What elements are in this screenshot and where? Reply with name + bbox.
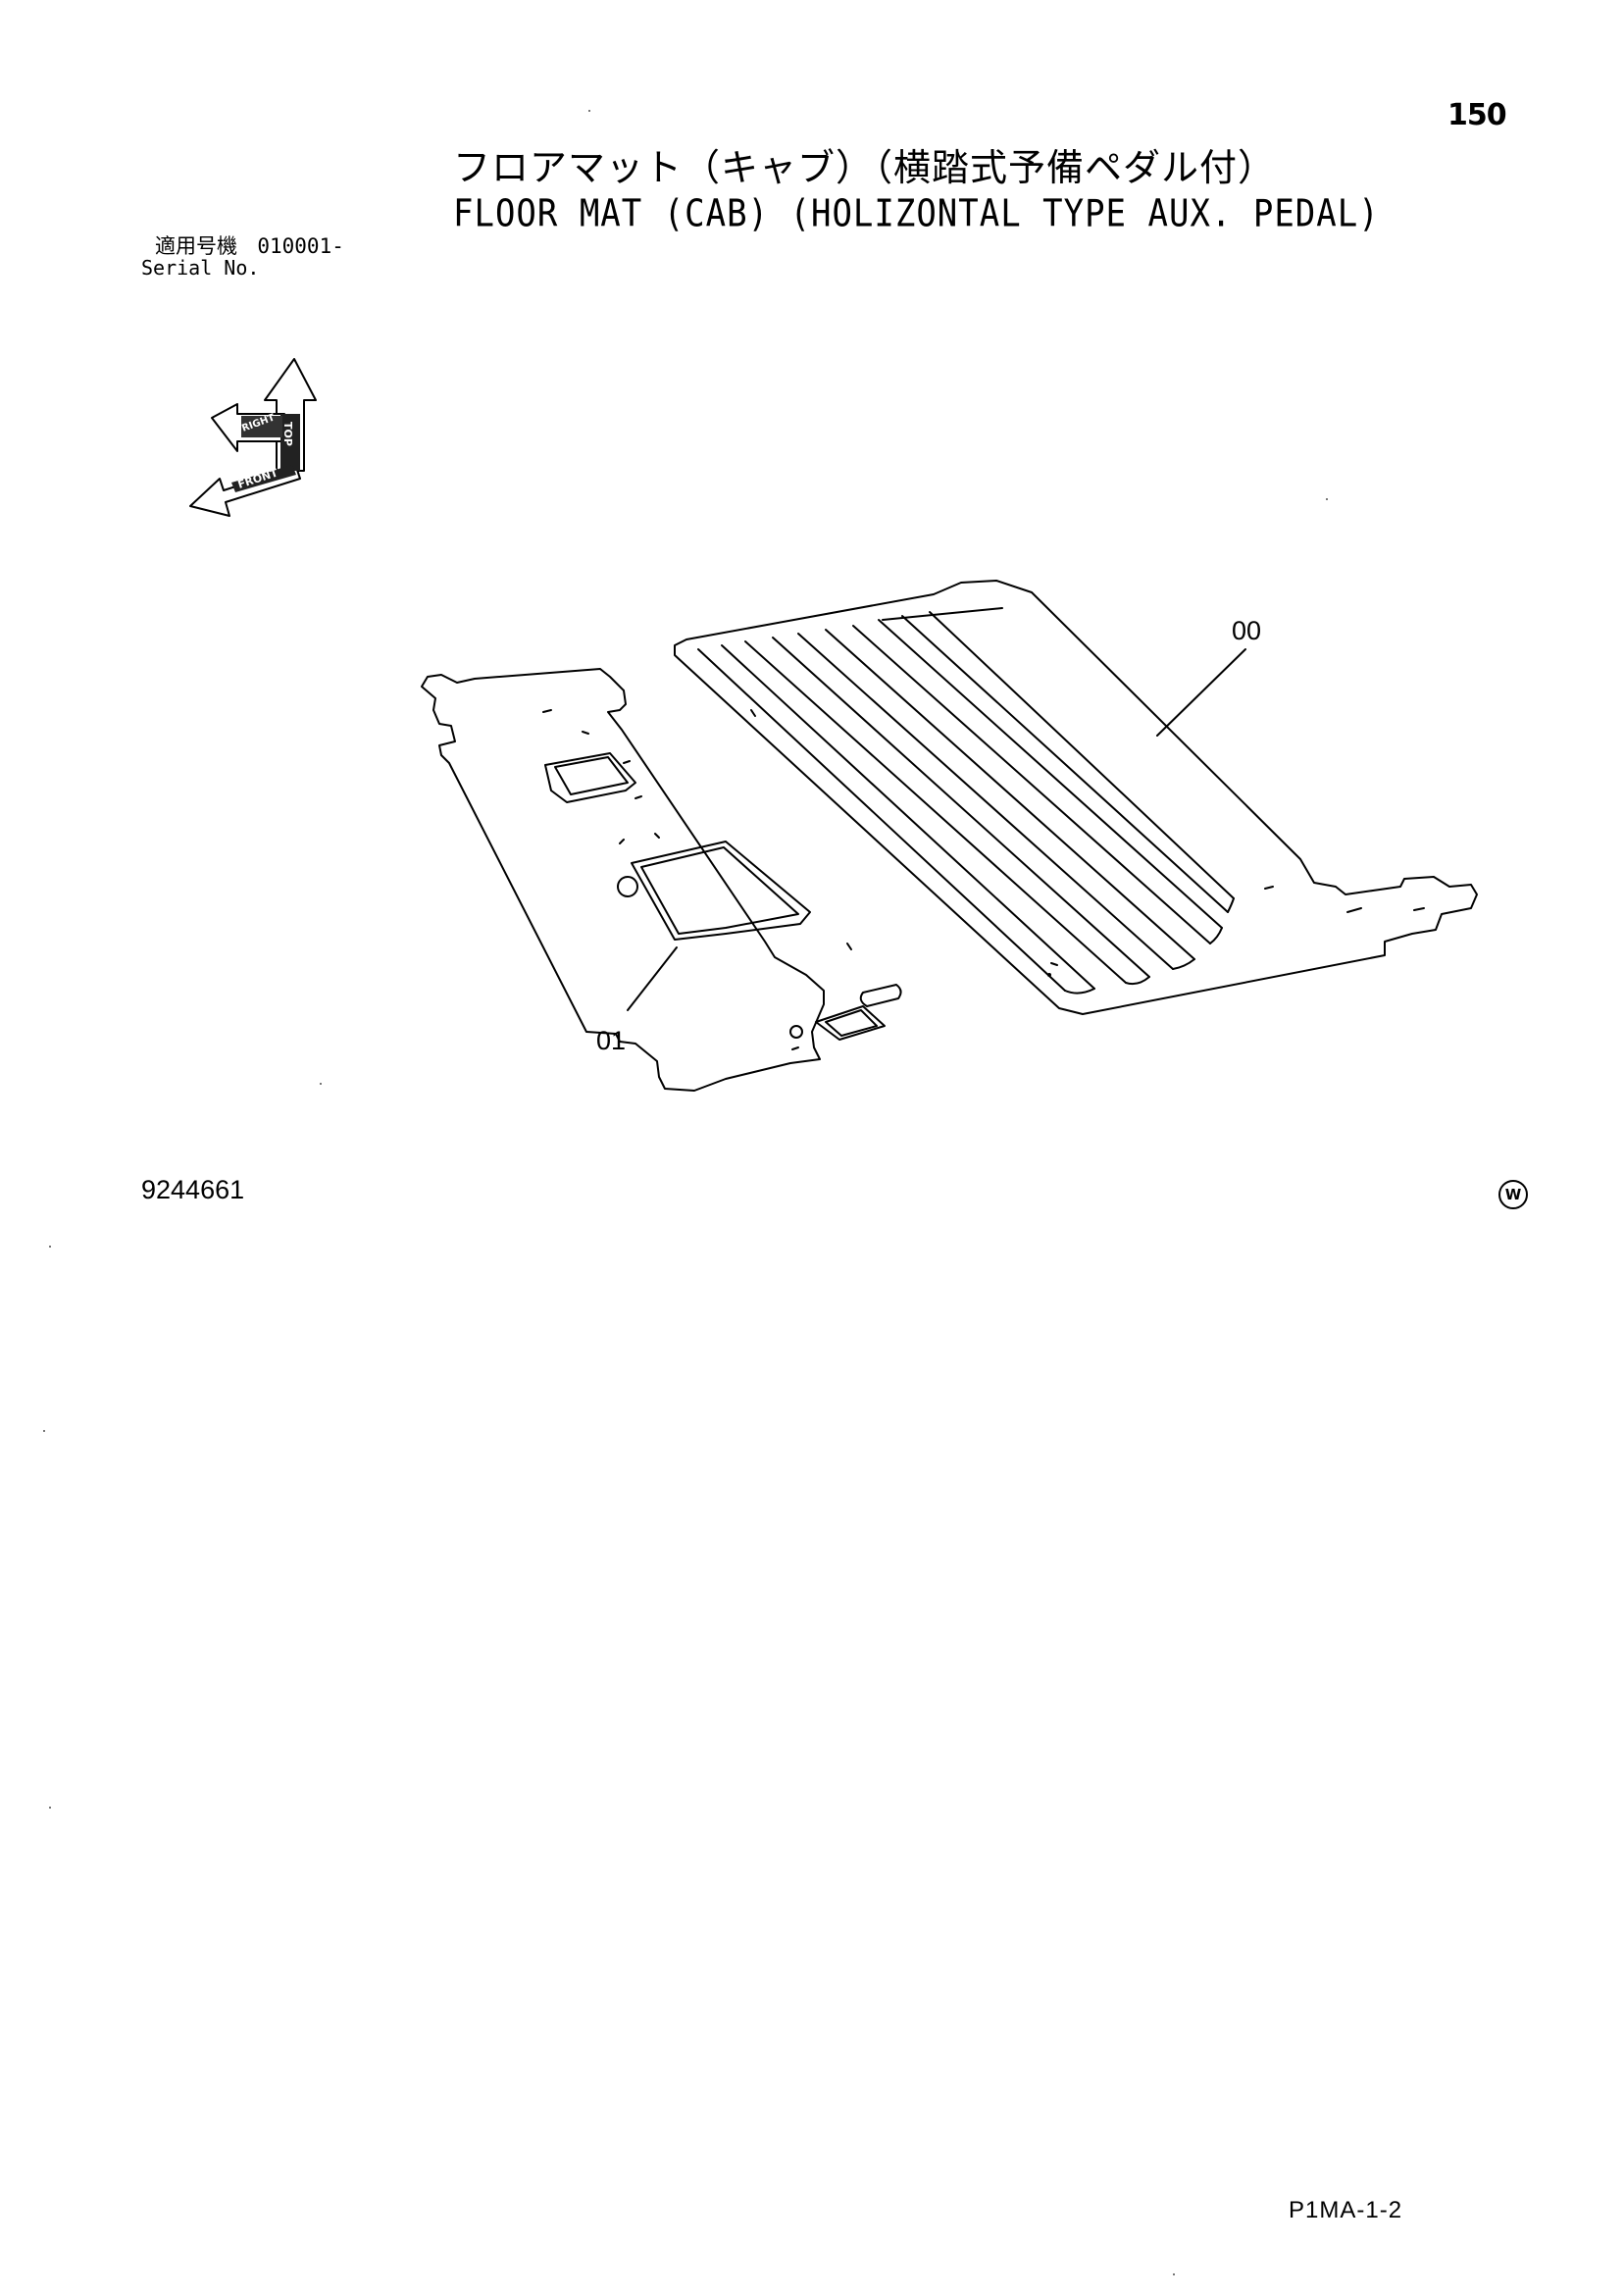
floor-mat-drawing bbox=[421, 580, 1478, 1092]
orientation-label-top: TOP bbox=[281, 422, 294, 446]
floor-mat-part-00 bbox=[674, 580, 1478, 1015]
footer-page-code: P1MA-1-2 bbox=[1289, 2197, 1403, 2223]
serial-block: 適用号機 010001- Serial No. bbox=[141, 235, 344, 279]
scan-speck bbox=[320, 1083, 322, 1085]
serial-value: 010001- bbox=[257, 234, 344, 258]
scan-speck bbox=[1173, 2273, 1175, 2275]
serial-label-english: Serial No. bbox=[141, 256, 260, 280]
leader-line-01 bbox=[627, 946, 678, 1011]
scan-speck bbox=[588, 110, 590, 112]
page-title-english: FLOOR MAT (CAB) (HOLIZONTAL TYPE AUX. PE… bbox=[453, 192, 1380, 236]
orientation-arrows-icon: TOP RIGHT FRONT bbox=[189, 358, 317, 517]
w-mark-icon: W bbox=[1498, 1180, 1528, 1209]
scan-speck bbox=[43, 1430, 45, 1432]
serial-label-japanese: 適用号機 bbox=[155, 234, 237, 258]
scan-speck bbox=[1326, 498, 1328, 500]
leader-line-00 bbox=[1156, 648, 1246, 737]
callout-label-01: 01 bbox=[596, 1026, 627, 1055]
callout-label-00: 00 bbox=[1232, 616, 1262, 645]
page-title-japanese: フロアマット（キャブ）（横踏式予備ペダル付） bbox=[453, 146, 1277, 189]
serial-row: 適用号機 010001- bbox=[141, 235, 344, 257]
scan-speck bbox=[49, 1246, 51, 1248]
drawing-number: 9244661 bbox=[141, 1175, 245, 1204]
floor-mat-part-01 bbox=[421, 668, 902, 1092]
page-number: 150 bbox=[1447, 98, 1507, 132]
serial-row-english: Serial No. bbox=[141, 257, 344, 279]
scan-speck bbox=[49, 1807, 51, 1809]
